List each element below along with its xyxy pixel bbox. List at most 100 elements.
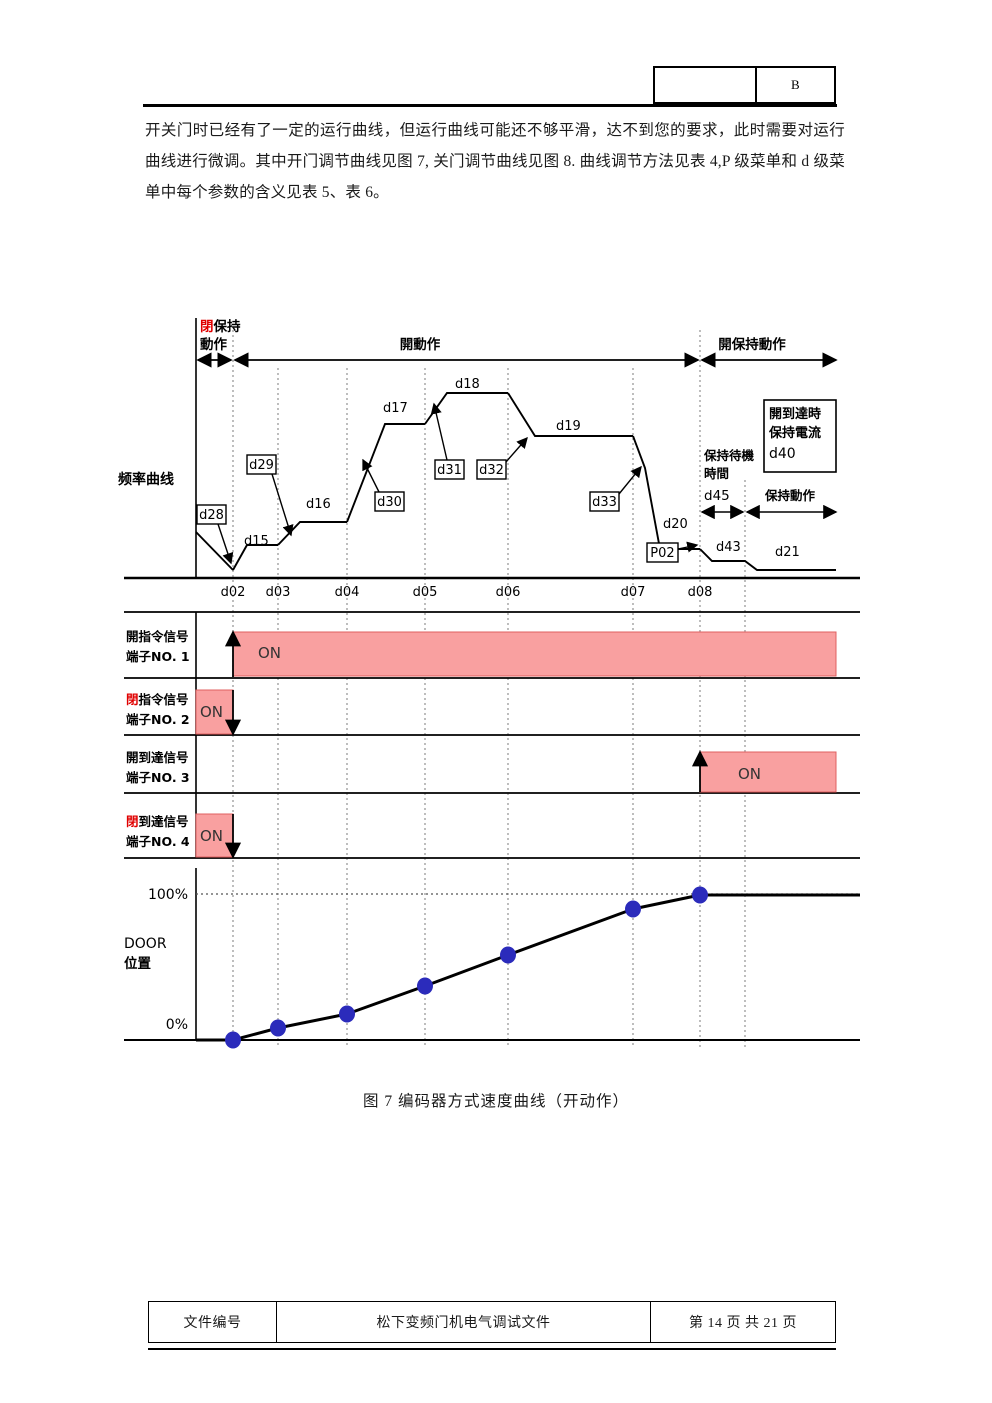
signal-2-label-line2: 端子NO. 2 xyxy=(126,712,190,727)
door-marker-d03 xyxy=(270,1019,286,1037)
leader-d29 xyxy=(271,473,294,537)
footer-doc-no-label: 文件编号 xyxy=(149,1302,277,1342)
hold-wait-line3: d45 xyxy=(704,488,730,504)
param-label-d21: d21 xyxy=(775,545,800,560)
door-marker-d04 xyxy=(339,1005,355,1023)
signal-3-label-line1: 開到達信号 xyxy=(126,750,189,765)
door-marker-d05 xyxy=(417,977,433,995)
signal-2-on-text: ON xyxy=(200,703,223,721)
param-label-d29: d29 xyxy=(249,458,274,473)
figure-caption: 图 7 编码器方式速度曲线（开动作） xyxy=(362,1093,629,1110)
phase-close-hold-red-char: 閉 xyxy=(200,319,214,335)
phase-open-action-label: 開動作 xyxy=(400,336,441,353)
signal-3-on-bar xyxy=(699,751,837,793)
curve-param-labels: d28 d15 d29 d16 d30 d17 d31 d18 d32 d19 … xyxy=(196,377,800,565)
body-paragraph-block: 开关门时已经有了一定的运行曲线，但运行曲线可能还不够平滑，达不到您的要求，此时需… xyxy=(145,115,845,208)
hold-wait-line2: 時間 xyxy=(704,466,729,481)
signal-4-red-char: 閉 xyxy=(126,814,139,829)
param-label-d33: d33 xyxy=(592,495,617,510)
param-box-d28 xyxy=(196,504,227,525)
param-label-d17: d17 xyxy=(383,401,408,416)
phase-bar-group: 閉保持 動作 開動作 開保持動作 xyxy=(196,318,838,368)
tick-label-d07: d07 xyxy=(621,585,646,600)
tick-label-d04: d04 xyxy=(335,585,360,600)
door-position-curve xyxy=(196,893,860,1042)
leader-d32 xyxy=(505,436,528,463)
tick-label-d02: d02 xyxy=(221,585,246,600)
header-divider-rule xyxy=(143,104,837,107)
header-table: B xyxy=(653,66,836,104)
signal-2-on-bar xyxy=(195,689,234,735)
param-box-d33 xyxy=(589,491,620,512)
signal-row-4: 閉到達信号 端子NO. 4 ON xyxy=(126,813,242,859)
signal-1-on-bar xyxy=(232,631,837,677)
param-label-d20: d20 xyxy=(663,517,688,532)
door-position-markers xyxy=(225,886,708,1049)
leader-d33 xyxy=(618,465,642,495)
hold-wait-group: 保持待機 時間 d45 保持動作 xyxy=(700,448,838,520)
figure-7-timing-diagram: 閉保持 動作 開動作 開保持動作 频率曲线 d28 xyxy=(118,318,860,1049)
door-chart-tick-0: 0% xyxy=(166,1017,188,1033)
hold-action-label: 保持動作 xyxy=(764,488,816,503)
param-label-d30: d30 xyxy=(377,495,402,510)
signal-4-on-text: ON xyxy=(200,827,223,845)
footer-divider-rule xyxy=(148,1348,836,1350)
param-label-d32: d32 xyxy=(479,463,504,478)
hold-box-line1: 開到達時 xyxy=(769,406,821,422)
leader-d30 xyxy=(362,458,380,493)
signal-1-label-line2: 端子NO. 1 xyxy=(126,649,190,664)
footer-page-info: 第 14 页 共 21 页 xyxy=(689,1316,797,1331)
hold-box-line2: 保持電流 xyxy=(768,425,821,441)
door-chart-tick-100: 100% xyxy=(148,887,188,903)
param-label-d15: d15 xyxy=(244,534,269,549)
body-paragraph: 开关门时已经有了一定的运行曲线，但运行曲线可能还不够平滑，达不到您的要求，此时需… xyxy=(145,122,845,201)
signal-3-label-line2: 端子NO. 3 xyxy=(126,770,190,785)
param-label-d19: d19 xyxy=(556,419,581,434)
freq-curve-axis-label: 频率曲线 xyxy=(118,471,174,488)
leader-d28 xyxy=(217,523,234,565)
param-box-d31 xyxy=(434,459,465,480)
door-marker-d08 xyxy=(692,886,708,904)
tick-label-d05: d05 xyxy=(413,585,438,600)
header-cell-left xyxy=(655,68,757,102)
param-label-d16: d16 xyxy=(306,497,331,512)
leader-P02 xyxy=(677,541,699,553)
signal-row-2: 閉指令信号 端子NO. 2 ON xyxy=(126,689,242,736)
signal-4-label-line1: 閉到達信号 xyxy=(126,814,189,829)
footer-table: 文件编号 松下变频门机电气调试文件 第 14 页 共 21 页 xyxy=(148,1301,836,1343)
param-box-d32 xyxy=(476,459,507,480)
signal-1-on-text: ON xyxy=(258,644,281,662)
signal-3-on-text: ON xyxy=(738,765,761,783)
door-marker-d07 xyxy=(625,900,641,918)
grid-lines xyxy=(232,330,746,1048)
time-axis-ticks: d02 d03 d04 d05 d06 d07 d08 xyxy=(221,585,713,600)
door-chart-label-line1: DOOR xyxy=(124,936,167,952)
header-cell-right: B xyxy=(791,77,800,92)
signal-1-label-line1: 開指令信号 xyxy=(126,629,189,644)
tick-label-d03: d03 xyxy=(266,585,291,600)
param-box-d30 xyxy=(374,491,405,512)
door-position-chart: 100% 0% DOOR 位置 xyxy=(124,868,860,1049)
tick-label-d08: d08 xyxy=(688,585,713,600)
footer-doc-title: 松下变频门机电气调试文件 xyxy=(277,1302,651,1342)
tick-label-d06: d06 xyxy=(496,585,521,600)
phase-close-hold-label: 閉保持 xyxy=(200,318,241,335)
param-label-d31: d31 xyxy=(437,463,462,478)
param-label-d43: d43 xyxy=(716,540,741,555)
signal-row-separators xyxy=(124,611,860,859)
signal-row-1: 開指令信号 端子NO. 1 ON xyxy=(126,629,837,677)
signal-2-red-char: 閉 xyxy=(126,692,139,707)
leader-d31 xyxy=(430,402,448,461)
signal-4-label-line2: 端子NO. 4 xyxy=(126,834,190,849)
phase-close-hold-label-line2: 動作 xyxy=(200,336,227,353)
param-label-d18: d18 xyxy=(455,377,480,392)
param-label-d28: d28 xyxy=(199,508,224,523)
param-box-P02 xyxy=(646,542,679,563)
phase-open-hold-label: 開保持動作 xyxy=(718,336,786,353)
door-chart-label-line2: 位置 xyxy=(124,955,151,972)
param-box-d29 xyxy=(246,454,277,475)
signal-row-3: 開到達信号 端子NO. 3 ON xyxy=(126,750,837,793)
door-marker-d02 xyxy=(225,1031,241,1049)
hold-current-box: 開到達時 保持電流 d40 xyxy=(763,399,837,473)
hold-box-line3: d40 xyxy=(769,446,796,462)
